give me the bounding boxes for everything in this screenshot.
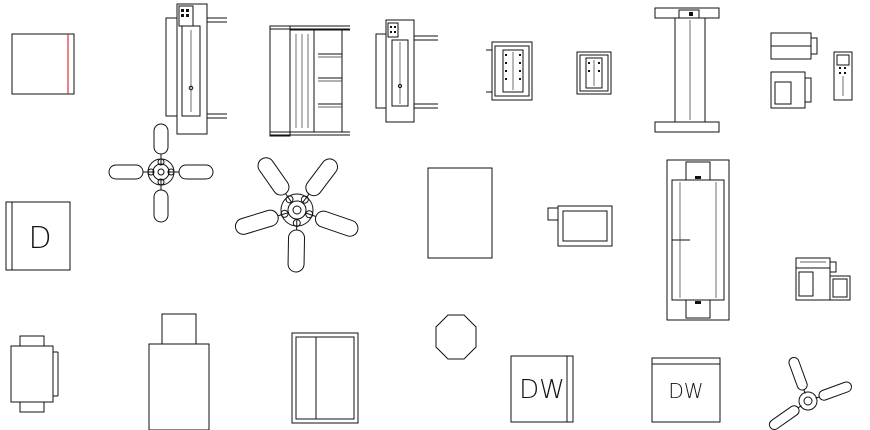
control-panel-unit-icon [375, 19, 438, 123]
square-appliance-icon [11, 33, 75, 95]
appliance-group-icon [770, 32, 853, 109]
octagon-table-icon [435, 314, 477, 360]
roller-rack-icon [269, 25, 350, 137]
washer-stack-icon [795, 257, 851, 301]
tall-cabinet-icon [654, 7, 720, 133]
dishwasher-block-icon: DW [510, 355, 574, 423]
ceiling-fan-5-blade-icon [234, 157, 359, 273]
dryer-label: D [28, 221, 51, 256]
dryer-block-icon: D [5, 201, 71, 271]
column-unit-icon [148, 313, 210, 430]
ceiling-fan-4-blade-icon [108, 123, 214, 223]
rectangle-panel-icon [427, 167, 493, 259]
long-cabinet-icon [666, 159, 730, 321]
stool-icon [10, 335, 59, 413]
dw-label-2: DW [668, 379, 703, 403]
wardrobe-icon [291, 332, 359, 424]
monitor-icon [547, 205, 613, 247]
dishwasher-block-icon: DW [651, 357, 721, 423]
dw-label-1: DW [519, 375, 565, 405]
printer-top-small-icon [576, 51, 612, 95]
ceiling-fan-3-blade-icon [768, 356, 853, 430]
upright-unit-icon [165, 3, 227, 135]
printer-top-icon [486, 41, 533, 101]
